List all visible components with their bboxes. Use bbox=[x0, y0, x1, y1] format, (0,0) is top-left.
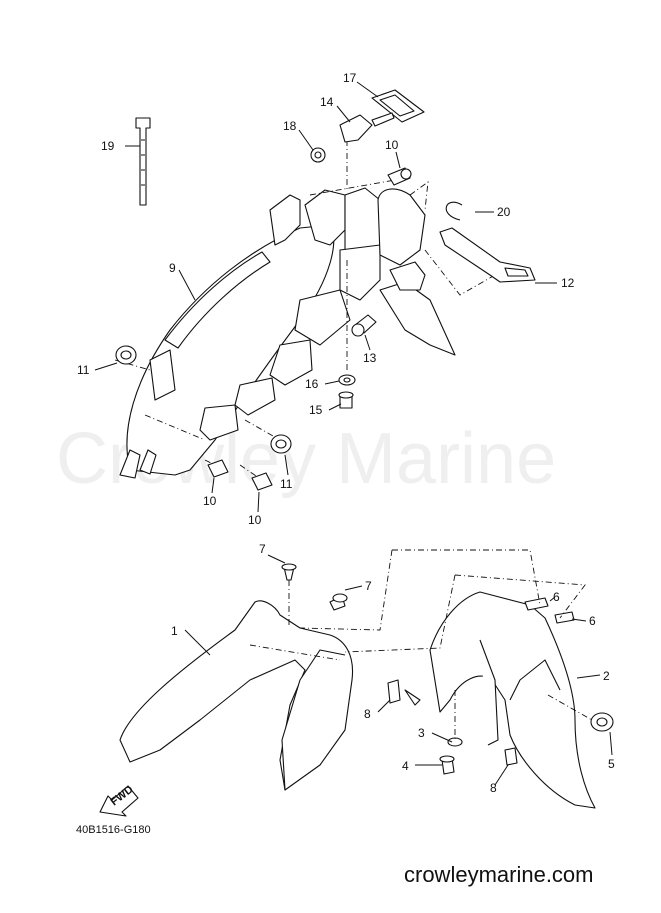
callout-leaders bbox=[94, 81, 613, 786]
bracket-part-14 bbox=[339, 112, 395, 143]
bolt-part-15 bbox=[338, 391, 354, 409]
callout-1: 1 bbox=[171, 624, 178, 638]
callout-8-right: 8 bbox=[490, 781, 497, 795]
callout-10-lower-left: 10 bbox=[203, 494, 217, 508]
clip-part-20 bbox=[445, 201, 463, 221]
clip-part-6-right bbox=[554, 611, 575, 624]
screw-part-7-right bbox=[329, 593, 348, 611]
clip-part-6-top bbox=[524, 597, 549, 611]
callout-3: 3 bbox=[418, 726, 425, 740]
grommet-part-5 bbox=[590, 712, 614, 732]
callout-4: 4 bbox=[402, 759, 409, 773]
bolt-part-4 bbox=[439, 755, 455, 775]
assembly-lines-lower bbox=[288, 549, 593, 740]
callout-18: 18 bbox=[283, 119, 297, 133]
bolt-part-10-lower-left bbox=[207, 459, 229, 478]
front-fender-part-1 bbox=[119, 600, 354, 791]
callout-16: 16 bbox=[305, 377, 319, 391]
cushion-part-11-left bbox=[115, 345, 137, 365]
diagram-code: 40B1516-G180 bbox=[76, 824, 151, 836]
inner-fender-part-2 bbox=[404, 591, 596, 809]
callout-19: 19 bbox=[101, 139, 115, 153]
callout-12: 12 bbox=[561, 276, 575, 290]
callout-10-lower-right: 10 bbox=[248, 513, 262, 527]
washer-part-16 bbox=[338, 374, 356, 386]
callout-5: 5 bbox=[608, 757, 615, 771]
callout-20: 20 bbox=[497, 205, 511, 219]
callout-11-left: 11 bbox=[77, 363, 90, 377]
callout-10-upper: 10 bbox=[385, 138, 399, 152]
callout-13: 13 bbox=[363, 351, 377, 365]
bolt-part-13 bbox=[351, 314, 377, 337]
cable-tie-part-19 bbox=[135, 117, 151, 206]
screw-part-7-left bbox=[281, 563, 297, 581]
clip-part-8-left bbox=[387, 679, 401, 704]
callout-15: 15 bbox=[309, 403, 323, 417]
callout-11-right: 11 bbox=[280, 477, 293, 491]
callout-7-right: 7 bbox=[365, 579, 372, 593]
callout-2: 2 bbox=[603, 669, 610, 683]
callout-6-right: 6 bbox=[589, 614, 596, 628]
callout-14: 14 bbox=[320, 95, 334, 109]
collar-part-3 bbox=[447, 737, 463, 747]
bracket-part-12 bbox=[439, 227, 536, 283]
fwd-arrow-icon: FWD bbox=[99, 783, 139, 817]
callout-8-left: 8 bbox=[364, 707, 371, 721]
bolt-part-10-lower-right bbox=[251, 472, 273, 491]
cushion-part-11-right bbox=[270, 434, 292, 454]
callout-7-left: 7 bbox=[259, 542, 266, 556]
callout-9: 9 bbox=[169, 261, 176, 275]
clip-part-8-right bbox=[504, 747, 518, 766]
nut-part-18 bbox=[310, 147, 326, 163]
pad-part-17 bbox=[371, 89, 425, 123]
callout-17: 17 bbox=[343, 71, 357, 85]
site-footer: crowleymarine.com bbox=[404, 862, 594, 887]
rear-fender-part-9 bbox=[119, 187, 456, 479]
bolt-part-10-upper bbox=[387, 167, 412, 186]
callout-6-top: 6 bbox=[553, 590, 560, 604]
